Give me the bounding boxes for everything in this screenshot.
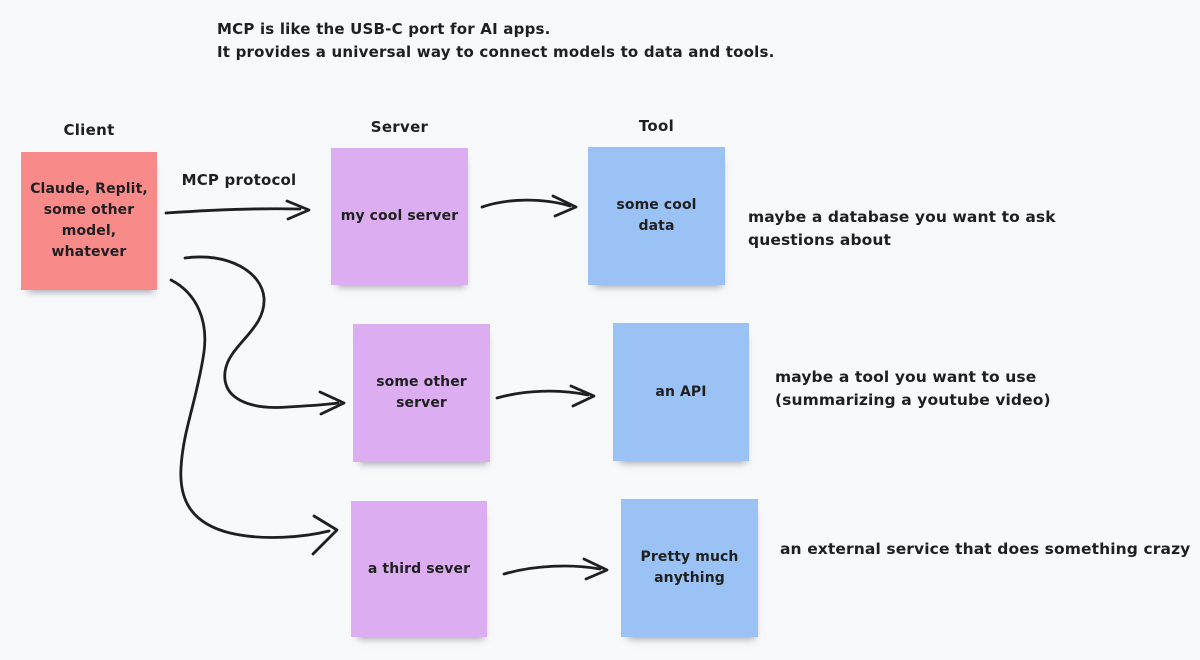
column-label-client: Client bbox=[63, 121, 115, 139]
client-sticky-note[interactable]: Claude, Replit, some other model, whatev… bbox=[21, 152, 157, 290]
title-line-2: It provides a universal way to connect m… bbox=[217, 43, 775, 61]
column-label-server: Server bbox=[370, 118, 429, 136]
server-sticky-note-3[interactable]: a third sever bbox=[351, 501, 487, 637]
tool-sticky-note-3-text: Pretty much anything bbox=[640, 549, 739, 586]
diagram-title: MCP is like the USB-C port for AI apps. … bbox=[217, 18, 775, 64]
column-label-tool: Tool bbox=[638, 117, 675, 135]
tool-sticky-note-2-text: an API bbox=[655, 383, 707, 400]
server-sticky-note-3-text: a third sever bbox=[367, 560, 471, 577]
title-line-1: MCP is like the USB-C port for AI apps. bbox=[217, 20, 551, 38]
server-sticky-note-1-text: my cool server bbox=[340, 208, 459, 224]
mcp-protocol-label: MCP protocol bbox=[181, 171, 297, 189]
arrow-client-to-server-3[interactable] bbox=[169, 278, 339, 556]
arrow-server1-to-tool1[interactable] bbox=[480, 194, 578, 218]
server-sticky-note-1[interactable]: my cool server bbox=[331, 148, 468, 285]
arrow-client-to-server-1[interactable] bbox=[164, 199, 311, 221]
server-sticky-note-2[interactable]: some other server bbox=[353, 324, 490, 462]
arrow-client-to-server-2[interactable] bbox=[183, 255, 346, 416]
annotation-row-1: maybe a database you want to ask questio… bbox=[748, 208, 1056, 249]
tool-sticky-note-1-text: some cool data bbox=[616, 197, 697, 234]
server-sticky-note-2-text: some other server bbox=[376, 374, 467, 411]
annotation-row-2: maybe a tool you want to use (summarizin… bbox=[775, 368, 1051, 409]
arrow-server3-to-tool3[interactable] bbox=[502, 557, 609, 581]
tool-sticky-note-1[interactable]: some cool data bbox=[588, 147, 725, 285]
arrow-server2-to-tool2[interactable] bbox=[495, 384, 596, 408]
client-sticky-note-text: Claude, Replit, some other model, whatev… bbox=[30, 181, 148, 260]
annotation-row-3: an external service that does something … bbox=[780, 540, 1191, 558]
tool-sticky-note-2[interactable]: an API bbox=[613, 323, 749, 461]
tool-sticky-note-3[interactable]: Pretty much anything bbox=[621, 499, 758, 637]
